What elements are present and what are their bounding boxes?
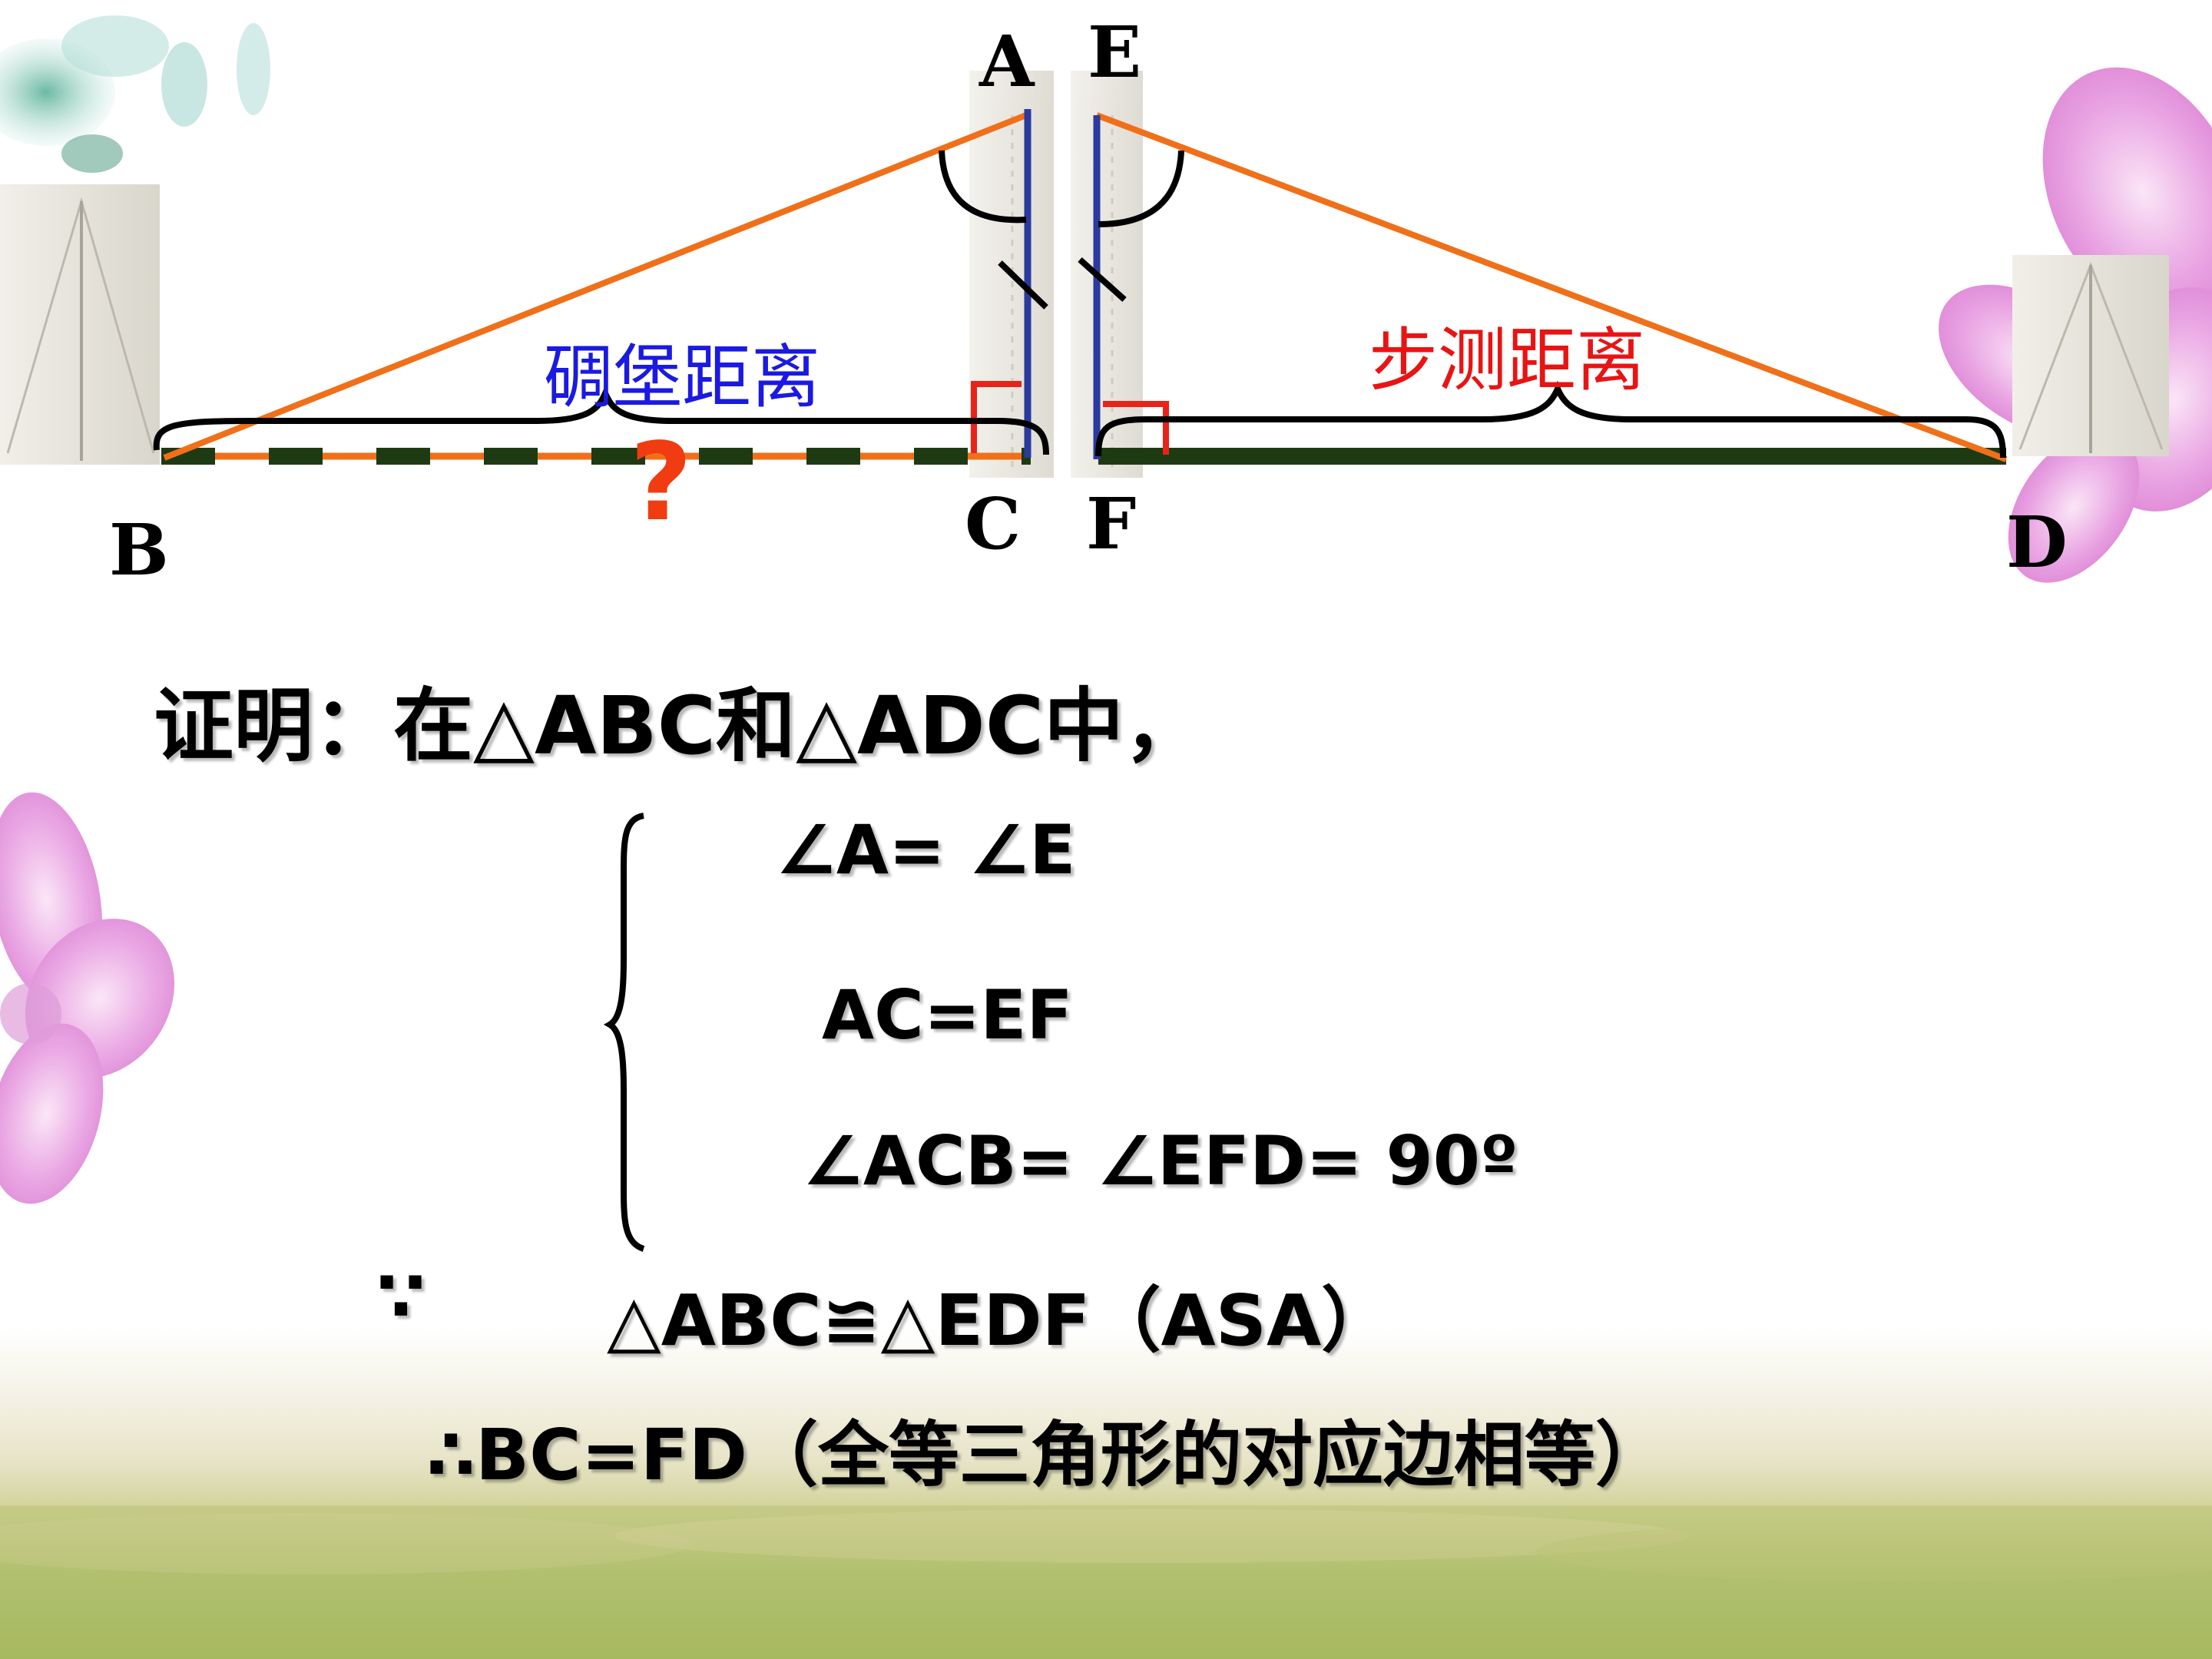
right-angle-mark-f — [1103, 401, 1169, 455]
angle-arc-a — [939, 150, 1027, 224]
tower-image-right — [2012, 255, 2169, 456]
pole-image-right — [1071, 71, 1143, 478]
foliage-decoration — [0, 15, 270, 173]
proof-brace — [603, 813, 645, 1252]
equal-tick-ef — [1078, 257, 1127, 302]
point-label-e: E — [1088, 11, 1141, 94]
point-label-d: D — [2006, 501, 2068, 584]
proof-condition-side: AC=EF — [822, 975, 1073, 1055]
point-label-f: F — [1086, 482, 1136, 565]
proof-heading: 证明：在△ABC和△ADC中， — [154, 679, 1204, 773]
side-ab — [163, 112, 1028, 461]
equal-tick-ac — [998, 260, 1048, 310]
tower-image-left — [0, 184, 160, 465]
point-label-b: B — [109, 508, 169, 591]
side-ed — [1095, 112, 2008, 462]
distance-label-bunker: 碉堡距离 — [544, 337, 820, 418]
right-angle-mark-c — [971, 381, 1022, 453]
point-label-a: A — [979, 20, 1035, 103]
grass-decoration — [0, 1505, 2212, 1659]
proof-condition-right-angle: ∠ACB= ∠EFD= 90º — [803, 1121, 1518, 1200]
flower-decoration-left — [0, 792, 175, 1204]
brace-fd — [1095, 380, 2006, 459]
distance-label-pacing: 步测距离 — [1369, 320, 1645, 401]
therefore-symbol: ∵ — [376, 1256, 426, 1338]
unknown-distance-mark: ? — [630, 420, 692, 545]
proof-conclusion: ∴BC=FD（全等三角形的对应边相等） — [426, 1414, 1666, 1496]
brace-bc — [153, 386, 1049, 455]
proof-congruence-statement: △ABC≌△EDF（ASA） — [607, 1280, 1392, 1362]
point-label-c: C — [965, 482, 1021, 565]
proof-condition-angle: ∠A= ∠E — [776, 810, 1076, 889]
angle-arc-e — [1098, 150, 1184, 227]
